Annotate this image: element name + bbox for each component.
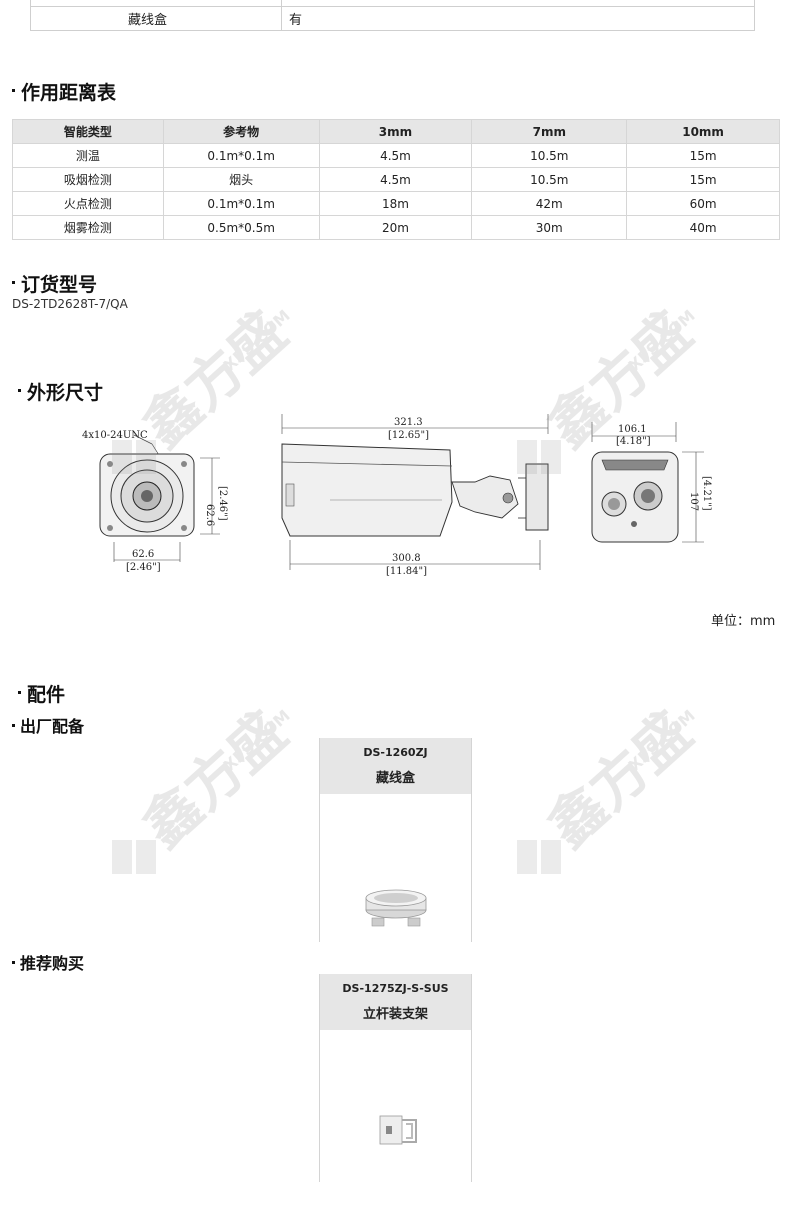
rear-height-inch-label: [4.21"]: [701, 476, 712, 511]
table-header: 3mm: [318, 119, 473, 144]
bullet-icon: [18, 691, 21, 694]
table-cell: 42m: [471, 191, 628, 216]
recommend-subsection-title: 推荐购买: [12, 950, 84, 974]
watermark-brand: 鑫方盛: [536, 700, 704, 860]
spec-value-cable-box: 有: [289, 13, 303, 28]
table-header: 智能类型: [12, 119, 164, 144]
table-cell: 烟雾检测: [12, 215, 164, 240]
rear-width-label: 106.1: [618, 424, 647, 435]
table-cell: 15m: [626, 143, 780, 168]
table-cell: 火点检测: [12, 191, 164, 216]
table-cell: 10.5m: [471, 143, 628, 168]
table-cell: 0.1m*0.1m: [162, 143, 320, 168]
spec-table-prev-row: [31, 0, 754, 7]
rear-width-inch-label: [4.18"]: [616, 436, 651, 447]
front-height-label: 62.6: [204, 504, 215, 526]
table-cell: 4.5m: [318, 143, 473, 168]
table-cell: 10.5m: [471, 167, 628, 192]
card-header: DS-1275ZJ-S-SUS 立杆装支架: [320, 974, 471, 1030]
table-cell: 测温: [12, 143, 164, 168]
table-cell: 18m: [318, 191, 473, 216]
unit-label: 单位：mm: [711, 614, 776, 629]
accessory-code: DS-1260ZJ: [363, 746, 428, 759]
accessory-section-title: 配件: [18, 680, 65, 707]
table-header: 7mm: [471, 119, 628, 144]
factory-subsection-title: 出厂配备: [12, 713, 84, 737]
table-cell: 烟头: [162, 167, 320, 192]
accessory-name: 藏线盒: [375, 771, 415, 786]
distance-section-title: 作用距离表: [12, 78, 116, 105]
table-row: 烟雾检测 0.5m*0.5m 20m 30m 40m: [12, 215, 780, 240]
bullet-icon: [12, 89, 15, 92]
table-header: 参考物: [162, 119, 320, 144]
bullet-icon: [12, 961, 15, 964]
table-header: 10mm: [626, 119, 780, 144]
table-header-row: 智能类型 参考物 3mm 7mm 10mm: [12, 119, 780, 144]
distance-table: 智能类型 参考物 3mm 7mm 10mm 测温 0.1m*0.1m 4.5m …: [12, 119, 780, 240]
table-row: 测温 0.1m*0.1m 4.5m 10.5m 15m: [12, 143, 780, 168]
thread-label: 4x10-24UNC: [82, 430, 148, 441]
watermark-domain: XFS.COM: [220, 706, 294, 775]
front-height-inch-label: [2.46"]: [217, 486, 228, 521]
body-length-label: 300.8: [392, 553, 421, 564]
table-cell: 4.5m: [318, 167, 473, 192]
accessory-name: 立杆装支架: [362, 1007, 428, 1022]
order-section-title: 订货型号: [12, 270, 97, 297]
accessory-code: DS-1275ZJ-S-SUS: [342, 982, 449, 995]
bullet-icon: [12, 724, 15, 727]
front-width-inch-label: [2.46"]: [126, 562, 161, 573]
rear-view-drawing: 106.1 [4.18"] 107 [4.21"]: [591, 422, 712, 543]
side-view-drawing: 321.3 [12.65"] 300.8 [11.84"]: [281, 414, 549, 577]
watermark-logo: 鑫方盛 XFS.COM: [112, 700, 299, 874]
pole-bracket-image: [379, 1115, 417, 1145]
table-cell: 40m: [626, 215, 780, 240]
cable-box-image: [365, 889, 427, 927]
table-row: 火点检测 0.1m*0.1m 18m 42m 60m: [12, 191, 780, 216]
rear-height-label: 107: [688, 492, 699, 511]
spec-table-tail: 藏线盒 有: [30, 0, 755, 31]
factory-accessory-card: DS-1260ZJ 藏线盒: [319, 738, 472, 942]
total-length-inch-label: [12.65"]: [388, 430, 429, 441]
dimension-section-title: 外形尺寸: [18, 378, 103, 405]
front-view-drawing: 4x10-24UNC 62.6 [2.46"] 62.6 [2.46"]: [82, 430, 228, 573]
total-length-label: 321.3: [394, 417, 423, 428]
bullet-icon: [18, 389, 21, 392]
recommend-accessory-card: DS-1275ZJ-S-SUS 立杆装支架: [319, 974, 472, 1182]
watermark-brand: 鑫方盛: [131, 700, 299, 860]
table-cell: 0.1m*0.1m: [162, 191, 320, 216]
table-cell: 15m: [626, 167, 780, 192]
table-cell: 20m: [318, 215, 473, 240]
table-cell: 吸烟检测: [12, 167, 164, 192]
table-cell: 30m: [471, 215, 628, 240]
table-cell: 60m: [626, 191, 780, 216]
watermark-domain: XFS.COM: [220, 306, 294, 375]
watermark-domain: XFS.COM: [625, 306, 699, 375]
card-header: DS-1260ZJ 藏线盒: [320, 738, 471, 794]
watermark-logo: 鑫方盛 XFS.COM: [517, 700, 704, 874]
spec-key-cable-box: 藏线盒: [128, 13, 168, 28]
model-number: DS-2TD2628T-7/QA: [12, 297, 128, 311]
body-length-inch-label: [11.84"]: [386, 566, 427, 577]
table-cell: 0.5m*0.5m: [162, 215, 320, 240]
bullet-icon: [12, 281, 15, 284]
front-width-label: 62.6: [132, 549, 154, 560]
watermark-domain: XFS.COM: [625, 706, 699, 775]
table-row: 吸烟检测 烟头 4.5m 10.5m 15m: [12, 167, 780, 192]
